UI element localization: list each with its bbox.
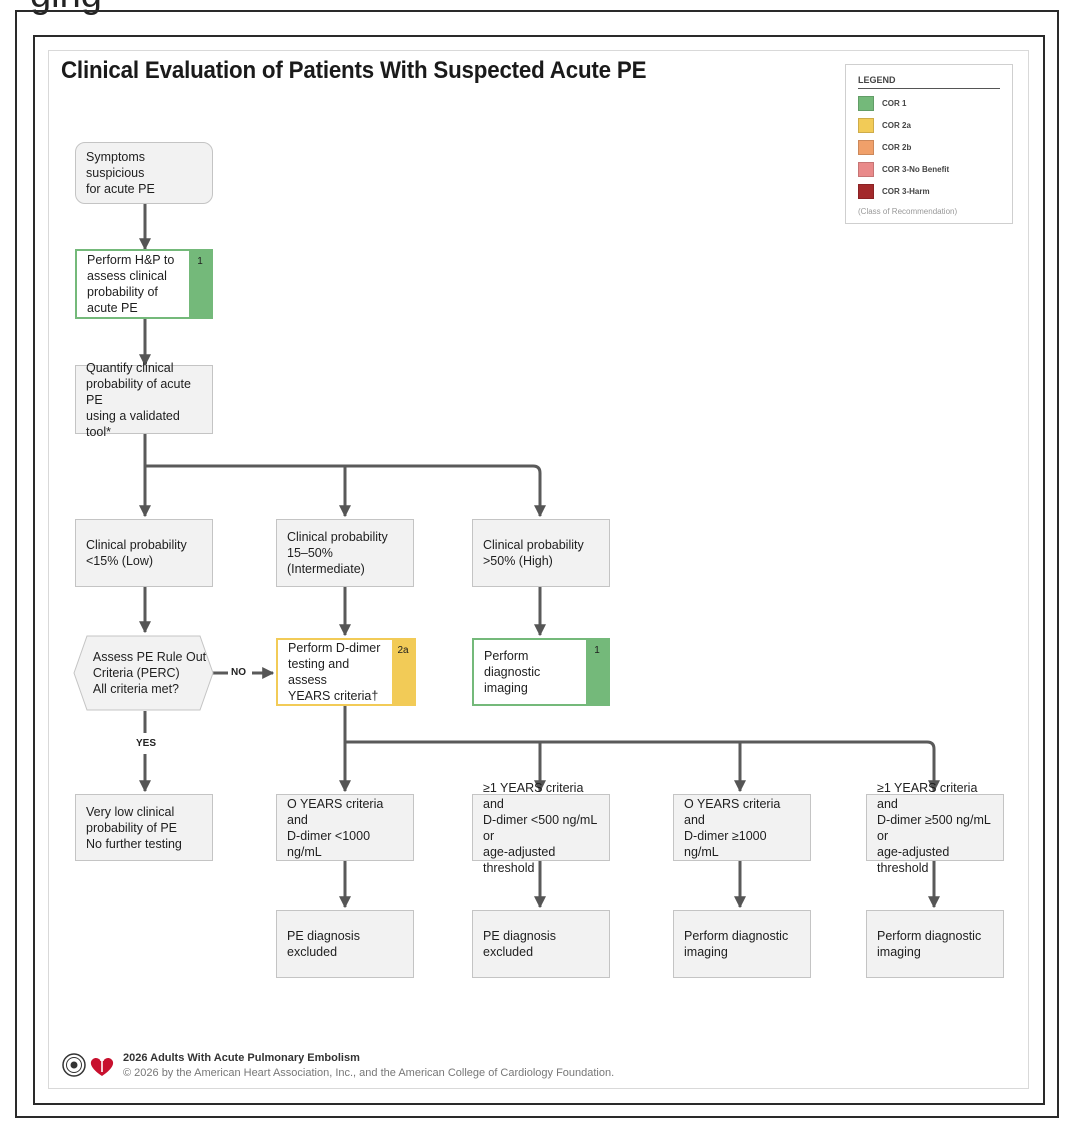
organization-logos <box>62 1053 114 1077</box>
legend-label: COR 2a <box>882 120 911 130</box>
cor-badge: 1 <box>189 251 211 317</box>
legend-item-cor2b: COR 2b <box>858 139 911 155</box>
legend-label: COR 2b <box>882 142 912 152</box>
node-years0-ge1000: O YEARS criteria and D-dimer ≥1000 ng/mL <box>673 794 811 861</box>
edge-label-yes: YES <box>134 738 159 749</box>
cor-badge: 1 <box>586 640 608 704</box>
cor-badge: 2a <box>392 640 414 704</box>
legend-item-cor1: COR 1 <box>858 95 906 111</box>
node-imaging-4-text: Perform diagnostic imaging <box>877 929 982 959</box>
legend-swatch <box>858 95 874 111</box>
node-intermediate-probability: Clinical probability 15–50% (Intermediat… <box>276 519 414 587</box>
node-perc-decision: Assess PE Rule Out Criteria (PERC) All c… <box>73 635 214 711</box>
legend-item-cor3-harm: COR 3-Harm <box>858 183 930 199</box>
node-symptoms-text: Symptoms suspicious for acute PE <box>86 150 155 196</box>
node-quantify: Quantify clinical probability of acute P… <box>75 361 213 439</box>
node-years1-ge500: ≥1 YEARS criteria and D-dimer ≥500 ng/mL… <box>866 781 1004 875</box>
legend-label: COR 3-Harm <box>882 186 930 196</box>
hexagon-shape <box>73 635 214 711</box>
legend-label: COR 1 <box>882 98 907 108</box>
outer-frame <box>15 10 1059 1118</box>
node-imaging-high: Perform diagnostic imaging 1 <box>472 638 610 706</box>
node-years0-ge1000-text: O YEARS criteria and D-dimer ≥1000 ng/mL <box>684 796 781 859</box>
aha-heart-torch-icon <box>90 1058 114 1076</box>
node-intermediate-text: Clinical probability 15–50% (Intermediat… <box>287 530 388 576</box>
legend-note: (Class of Recommendation) <box>858 207 958 216</box>
node-excluded-1: PE diagnosis excluded <box>276 910 414 978</box>
legend-item-cor2a: COR 2a <box>858 117 911 133</box>
node-years0-lt1000: O YEARS criteria and D-dimer <1000 ng/mL <box>276 794 414 861</box>
legend-swatch <box>858 139 874 155</box>
node-years1-lt500: ≥1 YEARS criteria and D-dimer <500 ng/mL… <box>472 781 610 875</box>
legend-divider <box>858 88 1000 89</box>
legend-title: LEGEND <box>858 75 896 85</box>
node-low-probability: Clinical probability <15% (Low) <box>75 519 213 587</box>
footer-logos <box>62 1052 118 1083</box>
acc-seal-icon <box>62 1053 86 1077</box>
branch-years-bar <box>345 740 940 793</box>
legend-item-cor3-no-benefit: COR 3-No Benefit <box>858 161 949 177</box>
node-excluded-2-text: PE diagnosis excluded <box>483 929 556 959</box>
node-years0-lt1000-text: O YEARS criteria and D-dimer <1000 ng/mL <box>287 796 384 859</box>
diagram-title: Clinical Evaluation of Patients With Sus… <box>61 57 647 84</box>
node-excluded-1-text: PE diagnosis excluded <box>287 929 360 959</box>
node-very-low: Very low clinical probability of PE No f… <box>75 794 213 861</box>
legend-label: COR 3-No Benefit <box>882 164 950 174</box>
node-hp-text: Perform H&P to assess clinical probabili… <box>87 253 175 315</box>
node-imaging-3-text: Perform diagnostic imaging <box>684 929 789 959</box>
legend-swatch <box>858 183 874 199</box>
legend-swatch <box>858 117 874 133</box>
node-quantify-text: Quantify clinical probability of acute P… <box>86 360 191 439</box>
node-very-low-text: Very low clinical probability of PE No f… <box>86 804 182 851</box>
footer-title: 2026 Adults With Acute Pulmonary Embolis… <box>123 1052 360 1064</box>
node-high-probability: Clinical probability >50% (High) <box>472 519 610 587</box>
node-years1-ge500-text: ≥1 YEARS criteria and D-dimer ≥500 ng/mL… <box>877 780 991 875</box>
node-years1-lt500-text: ≥1 YEARS criteria and D-dimer <500 ng/mL… <box>483 780 597 875</box>
edge-label-no: NO <box>229 667 248 678</box>
legend: LEGEND COR 1 COR 2a COR 2b COR 3-No Bene… <box>845 64 1013 224</box>
node-perc-text: Assess PE Rule Out Criteria (PERC) All c… <box>92 650 207 696</box>
legend-swatch <box>858 161 874 177</box>
node-excluded-2: PE diagnosis excluded <box>472 910 610 978</box>
node-high-text: Clinical probability >50% (High) <box>483 538 584 568</box>
footer-copyright: © 2026 by the American Heart Association… <box>123 1067 615 1079</box>
branch-probability-bar <box>145 464 546 518</box>
node-low-text: Clinical probability <15% (Low) <box>86 538 187 568</box>
node-imaging-high-text: Perform diagnostic imaging <box>484 649 541 695</box>
node-imaging-3: Perform diagnostic imaging <box>673 910 811 978</box>
node-imaging-4: Perform diagnostic imaging <box>866 910 1004 978</box>
node-symptoms: Symptoms suspicious for acute PE <box>75 142 213 204</box>
node-hp: Perform H&P to assess clinical probabili… <box>75 249 213 319</box>
node-ddimer-text: Perform D-dimer testing and assess YEARS… <box>288 641 381 703</box>
node-ddimer: Perform D-dimer testing and assess YEARS… <box>276 638 416 706</box>
